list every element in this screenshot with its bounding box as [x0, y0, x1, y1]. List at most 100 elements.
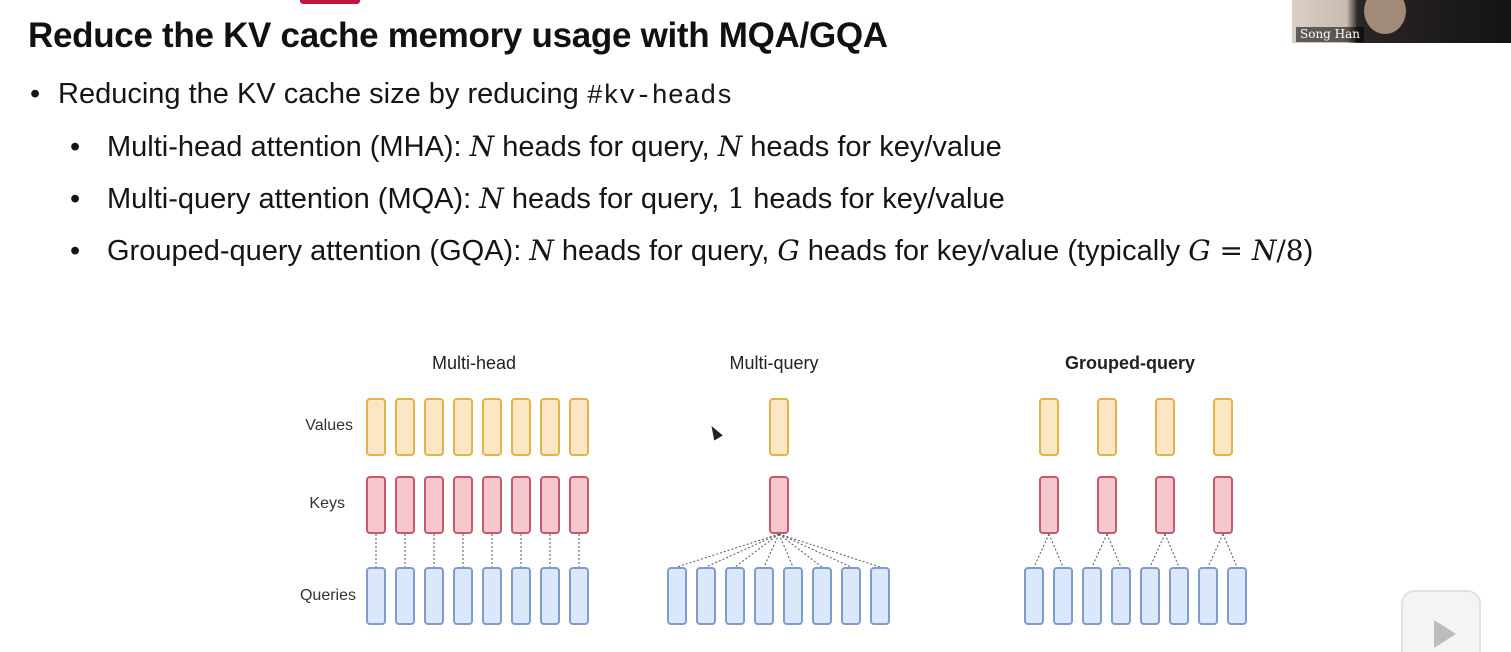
speaker-label: Song Han [1296, 27, 1365, 42]
title-accent-bar [300, 0, 360, 4]
key-head [1155, 476, 1175, 534]
query-kv-link [1048, 533, 1064, 568]
key-head [1097, 476, 1117, 534]
key-head [424, 476, 444, 534]
value-head [511, 398, 531, 456]
mha-mid-text: heads for query, [494, 131, 718, 163]
query-kv-link [1091, 533, 1108, 568]
query-kv-link [1222, 533, 1238, 568]
query-head [725, 567, 745, 625]
gqa-formula-n: N [1251, 234, 1277, 267]
query-head [667, 567, 687, 625]
value-head [1039, 398, 1059, 456]
query-head [366, 567, 386, 625]
bullet-main-text: Reducing the KV cache size by reducing [58, 78, 587, 110]
row-label-keys: Keys [309, 495, 345, 512]
mha-n-kv: N [717, 130, 743, 163]
gqa-formula-eq: = [1210, 234, 1252, 267]
query-kv-link [676, 533, 780, 568]
query-head [754, 567, 774, 625]
bullet-dot: • [30, 78, 41, 110]
gqa-label: Grouped-query attention (GQA): [107, 235, 530, 267]
gqa-close-paren: ) [1303, 235, 1314, 267]
query-kv-link [763, 533, 780, 568]
value-head [1097, 398, 1117, 456]
key-head [482, 476, 502, 534]
key-head [769, 476, 789, 534]
bullet-dot: • [70, 131, 81, 163]
gqa-g-kv: G [777, 234, 800, 267]
value-head [540, 398, 560, 456]
mqa-one-kv: 1 [727, 182, 746, 215]
query-head [783, 567, 803, 625]
query-head [1198, 567, 1218, 625]
bullet-main: •Reducing the KV cache size by reducing … [30, 78, 733, 112]
query-kv-link [1207, 533, 1224, 568]
query-head [1082, 567, 1102, 625]
mha-n-query: N [469, 130, 495, 163]
gqa-n-query: N [529, 234, 554, 267]
query-head [1024, 567, 1044, 625]
query-head [1227, 567, 1247, 625]
query-head [540, 567, 560, 625]
query-head [841, 567, 861, 625]
mha-end-text: heads for key/value [742, 131, 1002, 163]
query-head [1111, 567, 1131, 625]
query-head [696, 567, 716, 625]
query-kv-link [1033, 533, 1050, 568]
value-head [569, 398, 589, 456]
bullet-mha: • Multi-head attention (MHA): N heads for… [70, 130, 1002, 164]
key-head [453, 476, 473, 534]
key-head [511, 476, 531, 534]
value-head [769, 398, 789, 456]
panel-title-multi-query: Multi-query [729, 353, 819, 373]
query-kv-link [1106, 533, 1122, 568]
query-head [395, 567, 415, 625]
gqa-formula-div: /8 [1276, 234, 1304, 267]
query-kv-link [734, 533, 780, 568]
key-head [540, 476, 560, 534]
query-kv-link [778, 533, 823, 568]
query-head [453, 567, 473, 625]
query-head [482, 567, 502, 625]
value-head [482, 398, 502, 456]
panel-title-multi-head: Multi-head [431, 353, 517, 373]
panel-title-grouped-query: Grouped-query [1064, 353, 1196, 373]
value-head [366, 398, 386, 456]
gqa-end-text: heads for key/value (typically [799, 235, 1189, 267]
row-label-values: Values [305, 417, 353, 434]
bullet-mqa: •Multi-query attention (MQA): N heads fo… [70, 182, 1005, 216]
key-head [1039, 476, 1059, 534]
gqa-mid-text: heads for query, [553, 235, 778, 267]
query-head [870, 567, 890, 625]
row-label-queries: Queries [299, 587, 356, 604]
query-kv-link [778, 533, 852, 568]
query-head [812, 567, 832, 625]
query-head [424, 567, 444, 625]
query-head [511, 567, 531, 625]
mqa-end-text: heads for key/value [745, 183, 1005, 215]
query-kv-link [1149, 533, 1166, 568]
mqa-mid-text: heads for query, [503, 183, 728, 215]
value-head [1155, 398, 1175, 456]
play-icon[interactable] [1434, 620, 1456, 648]
kv-heads-code: #kv-heads [586, 82, 733, 112]
mqa-n-query: N [479, 182, 504, 215]
query-kv-link [778, 533, 794, 568]
query-kv-link [1164, 533, 1180, 568]
key-head [569, 476, 589, 534]
value-head [1213, 398, 1233, 456]
key-head [366, 476, 386, 534]
key-head [1213, 476, 1233, 534]
mqa-label: Multi-query attention (MQA): [107, 183, 480, 215]
key-head [395, 476, 415, 534]
query-head [569, 567, 589, 625]
query-kv-link [705, 533, 780, 568]
bullet-gqa: •Grouped-query attention (GQA): N heads … [70, 234, 1313, 268]
slide-title: Reduce the KV cache memory usage with MQ… [28, 16, 888, 55]
value-head [395, 398, 415, 456]
query-head [1140, 567, 1160, 625]
mha-label: Multi-head attention (MHA): [107, 131, 470, 163]
